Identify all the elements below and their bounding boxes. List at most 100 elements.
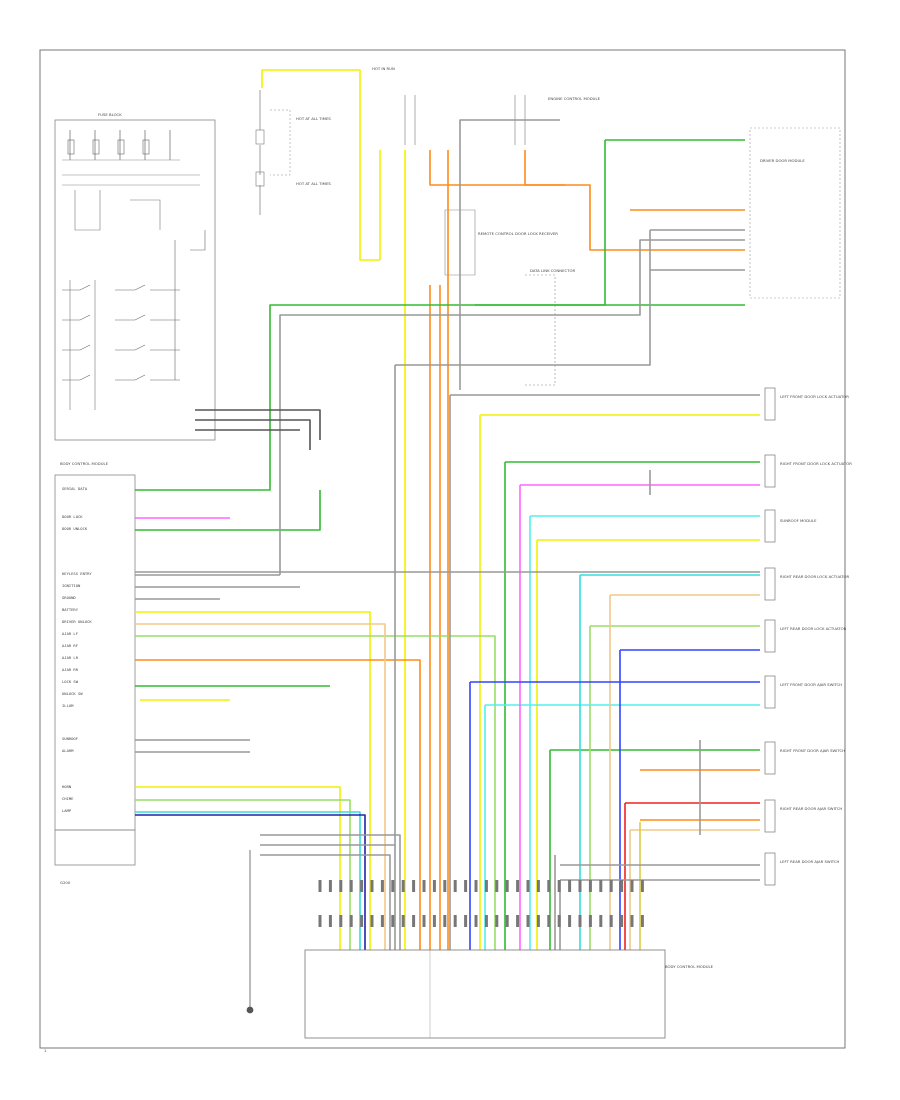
connector-pin [620, 880, 624, 892]
ecm-label: ENGINE CONTROL MODULE [548, 96, 601, 101]
pin-label: ILLUM [62, 703, 74, 708]
pin-label: AJAR RR [62, 667, 79, 672]
lr-ajar-label: LEFT REAR DOOR AJAR SWITCH [780, 859, 840, 864]
top-fuse-links: HOT AT ALL TIMES HOT AT ALL TIMES HOT IN… [255, 66, 841, 386]
wire-dark-gray [195, 419, 311, 450]
figure-code: 1 [44, 1048, 47, 1053]
connector-pin [578, 915, 582, 927]
receiver-label: REMOTE CONTROL DOOR LOCK RECEIVER [478, 231, 558, 236]
connector-pin [360, 915, 364, 927]
connector-pin [464, 915, 468, 927]
connector-pin [547, 880, 551, 892]
pin-label: LOCK SW [62, 679, 79, 684]
wire-dark-blue [135, 814, 366, 955]
connector-pin [516, 915, 520, 927]
connector-pin [328, 915, 332, 927]
connector-pin [432, 915, 436, 927]
connector-pin [516, 880, 520, 892]
connector-pin [453, 880, 457, 892]
pin-label: GROUND [62, 595, 76, 600]
lr-actuator-label: LEFT REAR DOOR LOCK ACTUATOR [780, 626, 847, 631]
wire-light-green [135, 799, 351, 955]
connector-pin [443, 880, 447, 892]
wire-orange [429, 150, 745, 251]
rr-ajar-label: RIGHT REAR DOOR AJAR SWITCH [780, 806, 842, 811]
wire-gray [260, 834, 401, 955]
wire-yellow [135, 611, 371, 955]
connector-pin [339, 880, 343, 892]
pin-label: CHIME [62, 796, 74, 801]
pin-label: BATTERY [62, 607, 79, 612]
connector-pin [318, 880, 322, 892]
connector-pin [318, 915, 322, 927]
hot-at-all-times-label-1: HOT AT ALL TIMES [296, 116, 331, 121]
pin-label: AJAR LR [62, 655, 79, 660]
connector-pin [349, 880, 353, 892]
connector-pin [578, 880, 582, 892]
wire-gray [459, 119, 560, 150]
pin-label: ALARM [62, 748, 74, 753]
connector-pin [360, 880, 364, 892]
bcm-pin-labels: SERIAL DATA DOOR LOCK DOOR UNLOCK KEYLES… [62, 486, 92, 813]
connector-pin [640, 880, 644, 892]
connector-pin [609, 880, 613, 892]
wire-yellow [135, 786, 341, 955]
pin-label: AJAR RF [62, 643, 79, 648]
ground-symbol [246, 850, 254, 1014]
connector-pin [401, 915, 405, 927]
right-component-labels: LEFT FRONT DOOR LOCK ACTUATOR RIGHT FRON… [780, 394, 852, 864]
wire-yellow [261, 69, 380, 261]
connector-pin [557, 880, 561, 892]
bottom-connector: BODY CONTROL MODULE [304, 949, 714, 1039]
lf-actuator-label: LEFT FRONT DOOR LOCK ACTUATOR [780, 394, 849, 399]
pin-label: AJAR LF [62, 631, 79, 636]
connector-pin [380, 880, 384, 892]
ground-label: G200 [60, 880, 71, 885]
connector-pin [505, 915, 509, 927]
right-component-boxes [764, 387, 776, 886]
connector-pin [630, 915, 634, 927]
connector-pin [391, 915, 395, 927]
hot-in-run-label: HOT IN RUN [372, 66, 395, 71]
rf-actuator-label: RIGHT FRONT DOOR LOCK ACTUATOR [780, 461, 852, 466]
bcm-label: BODY CONTROL MODULE [60, 461, 109, 466]
dlc-label: DATA LINK CONNECTOR [530, 268, 575, 273]
connector-pin [505, 880, 509, 892]
connector-pin [370, 915, 374, 927]
pin-label: HORN [62, 784, 72, 789]
wire-gray [260, 854, 391, 955]
connector-pin [370, 880, 374, 892]
wire-gray [279, 239, 745, 575]
connector-pin [620, 915, 624, 927]
connector-pin [568, 880, 572, 892]
lf-ajar-label: LEFT FRONT DOOR AJAR SWITCH [780, 682, 842, 687]
wire-green [135, 140, 606, 491]
connector-pin [443, 915, 447, 927]
connector-pin [609, 915, 613, 927]
connector-pin [526, 880, 530, 892]
diagram-frame [39, 49, 846, 1049]
connector-pin [474, 915, 478, 927]
connector-pin [391, 880, 395, 892]
bottom-connector-label: BODY CONTROL MODULE [665, 964, 714, 969]
sunroof-module-label: SUNROOF MODULE [780, 518, 817, 523]
connector-pin [484, 880, 488, 892]
connector-pin [557, 915, 561, 927]
wire-gray [395, 230, 651, 366]
connector-pin [339, 915, 343, 927]
connector-pin [412, 880, 416, 892]
pin-label: IGNITION [62, 583, 81, 588]
pin-label: SERIAL DATA [62, 486, 88, 491]
connector-pin [495, 880, 499, 892]
connector-pin [412, 915, 416, 927]
rr-actuator-label: RIGHT REAR DOOR LOCK ACTUATOR [780, 574, 850, 579]
connector-pin [599, 915, 603, 927]
wire-layer [135, 69, 760, 955]
connector-pin [484, 915, 488, 927]
connector-pin [536, 880, 540, 892]
pin-label: DRIVER UNLOCK [62, 619, 92, 624]
pin-label: SUNROOF [62, 736, 79, 741]
connector-pin [453, 915, 457, 927]
connector-pin-ticks [318, 880, 644, 927]
